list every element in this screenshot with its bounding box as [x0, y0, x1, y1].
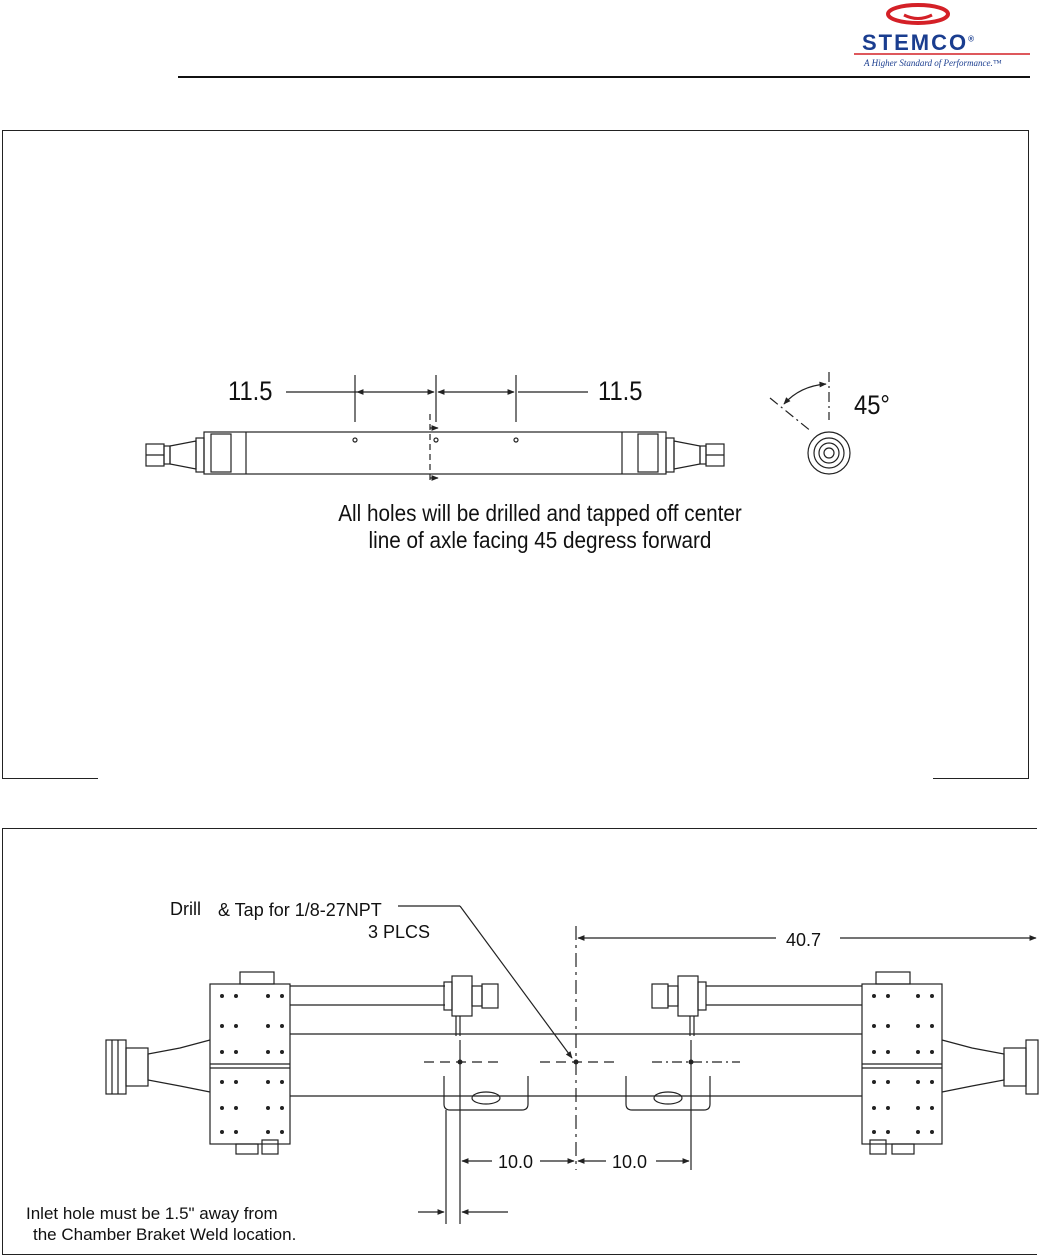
dim-spacing-left-label: 10.0	[498, 1153, 533, 1171]
top-note-line2: line of axle facing 45 degress forward	[315, 527, 765, 554]
top-note-line1: All holes will be drilled and tapped off…	[315, 500, 765, 527]
bottom-axle-assembly	[106, 972, 1038, 1154]
inlet-note-line2: the Chamber Braket Weld location.	[33, 1226, 296, 1243]
dim-center-to-end-label: 40.7	[786, 931, 821, 949]
dim-spacing-right-label: 10.0	[612, 1153, 647, 1171]
angle-label: 45°	[854, 392, 890, 419]
callout-drill: Drill	[170, 900, 201, 918]
top-axle-end-view	[770, 372, 850, 474]
callout-qty: 3 PLCS	[368, 923, 430, 941]
dim-left-label: 11.5	[228, 378, 272, 405]
top-axle-side-view	[146, 432, 724, 474]
top-note: All holes will be drilled and tapped off…	[315, 500, 765, 554]
callout-tap: & Tap for 1/8-27NPT	[218, 901, 382, 919]
dim-right-label: 11.5	[598, 378, 642, 405]
inlet-note-line1: Inlet hole must be 1.5" away from	[26, 1205, 278, 1222]
